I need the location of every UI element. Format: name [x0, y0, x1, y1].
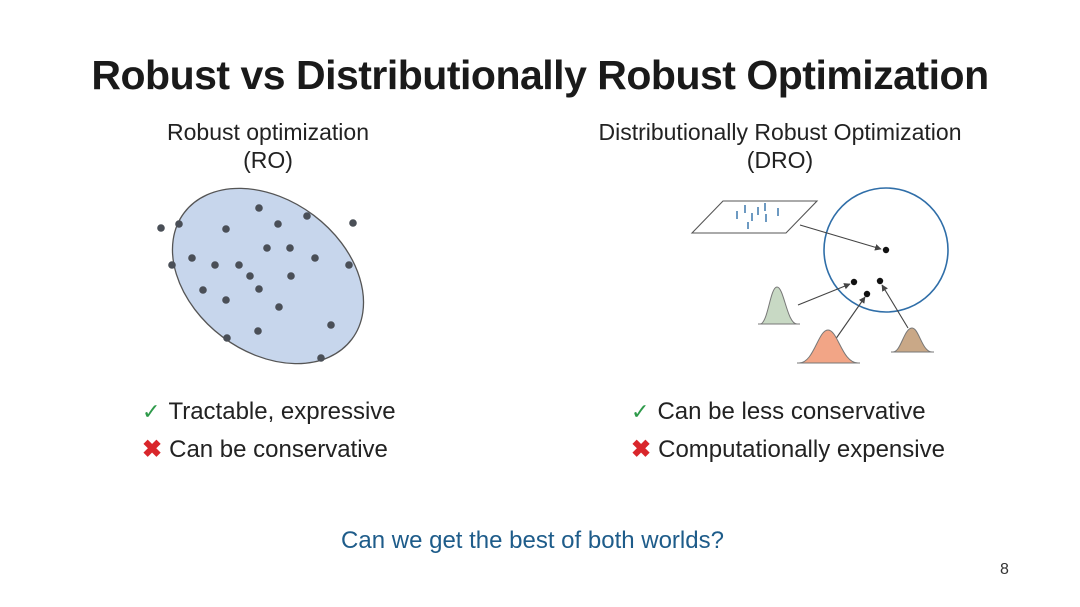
- cross-icon: ✖: [142, 436, 163, 463]
- dro-heading-line1: Distributionally Robust Optimization: [598, 119, 962, 145]
- dro-ambiguity-set-figure: [690, 187, 949, 364]
- distribution-tan: [892, 327, 933, 353]
- dro-con-row: ✖Computationally expensive: [631, 431, 945, 469]
- distribution-points: [850, 246, 890, 298]
- ro-heading-line1: Robust optimization: [167, 119, 369, 145]
- ro-con-row: ✖Can be conservative: [142, 431, 396, 469]
- ro-pro-text: Tractable, expressive: [168, 398, 396, 425]
- ro-pros-cons: ✓ Tractable, expressive ✖Can be conservat…: [142, 393, 396, 469]
- dro-pro-text: Can be less conservative: [657, 398, 926, 425]
- cross-icon: ✖: [631, 436, 652, 463]
- empirical-distribution-plane: [690, 200, 819, 234]
- ro-heading: Robust optimization (RO): [118, 118, 418, 174]
- page-number: 8: [1000, 561, 1009, 578]
- ro-pro-row: ✓ Tractable, expressive: [142, 393, 396, 431]
- slide-title: Robust vs Distributionally Robust Optimi…: [91, 52, 989, 98]
- dro-heading: Distributionally Robust Optimization (DR…: [530, 118, 1030, 174]
- closing-question: Can we get the best of both worlds?: [341, 527, 724, 554]
- ro-heading-line2: (RO): [243, 147, 293, 173]
- distribution-orange: [798, 329, 859, 364]
- dro-pros-cons: ✓ Can be less conservative ✖Computational…: [631, 393, 945, 469]
- sample-points: [157, 204, 357, 362]
- check-icon: ✓: [631, 399, 650, 424]
- dro-con-text: Computationally expensive: [658, 436, 945, 463]
- uncertainty-ellipse: [171, 187, 365, 365]
- dro-pro-row: ✓ Can be less conservative: [631, 393, 945, 431]
- check-icon: ✓: [142, 399, 161, 424]
- distribution-green: [759, 286, 798, 325]
- dro-heading-line2: (DRO): [746, 147, 814, 173]
- ro-con-text: Can be conservative: [169, 436, 388, 463]
- ro-uncertainty-set-figure: [157, 187, 365, 365]
